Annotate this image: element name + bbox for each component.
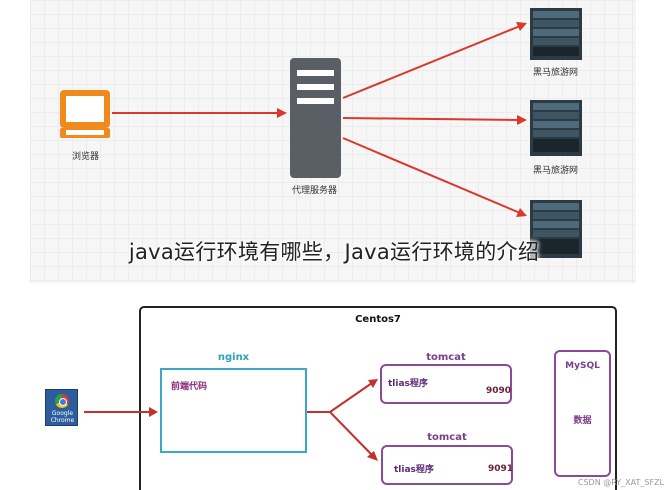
proxy-server-label: 代理服务器 bbox=[292, 186, 338, 196]
tomcat-1-box bbox=[380, 364, 512, 404]
article-title-overlay: java运行环境有哪些，Java运行环境的介绍 bbox=[128, 240, 540, 264]
nginx-content: 前端代码 bbox=[171, 382, 208, 392]
tomcat-2-port: 9091 bbox=[488, 464, 514, 474]
chrome-label-line1: Google bbox=[51, 410, 74, 417]
csdn-watermark: CSDN @RY_XAT_SFZL bbox=[577, 478, 664, 487]
arrow-proxy-to-server-2 bbox=[342, 115, 527, 125]
tomcat-1-content: tlias程序 bbox=[388, 379, 428, 389]
arrow-proxy-to-server-3 bbox=[342, 137, 527, 217]
tomcat-2-content: tlias程序 bbox=[394, 465, 434, 475]
google-chrome-icon: Google Chrome bbox=[45, 389, 78, 426]
nginx-box bbox=[160, 368, 307, 453]
browser-monitor-icon bbox=[60, 90, 110, 138]
nginx-title: nginx bbox=[217, 352, 250, 363]
tomcat-1-port: 9090 bbox=[486, 386, 512, 396]
mysql-title: MySQL bbox=[565, 361, 600, 371]
arrow-browser-to-proxy bbox=[112, 108, 287, 118]
tomcat-2-title: tomcat bbox=[427, 432, 467, 443]
arrow-browser-to-nginx bbox=[84, 407, 158, 417]
proxy-server-icon bbox=[290, 58, 341, 178]
tomcat-1-title: tomcat bbox=[426, 352, 466, 363]
web-server-1-label: 黑马旅游网 bbox=[533, 68, 579, 78]
arrow-proxy-to-server-1 bbox=[342, 22, 527, 99]
centos-container bbox=[139, 306, 617, 490]
chrome-logo-icon bbox=[55, 394, 69, 408]
web-server-3-icon bbox=[530, 200, 582, 258]
centos-title: Centos7 bbox=[355, 314, 401, 325]
proxy-diagram-graphics bbox=[60, 8, 582, 258]
mysql-box bbox=[554, 350, 611, 477]
web-server-2-icon bbox=[530, 100, 582, 156]
web-server-2-label: 黑马旅游网 bbox=[533, 166, 579, 176]
web-server-1-icon bbox=[530, 8, 582, 60]
browser-label: 浏览器 bbox=[72, 152, 100, 162]
tomcat-2-box bbox=[381, 445, 513, 485]
deployment-diagram-panel: Centos7 Google Chrome nginx 前端代码 tomcat … bbox=[0, 286, 668, 490]
mysql-content: 数据 bbox=[573, 416, 592, 426]
chrome-label-line2: Chrome bbox=[50, 417, 75, 424]
